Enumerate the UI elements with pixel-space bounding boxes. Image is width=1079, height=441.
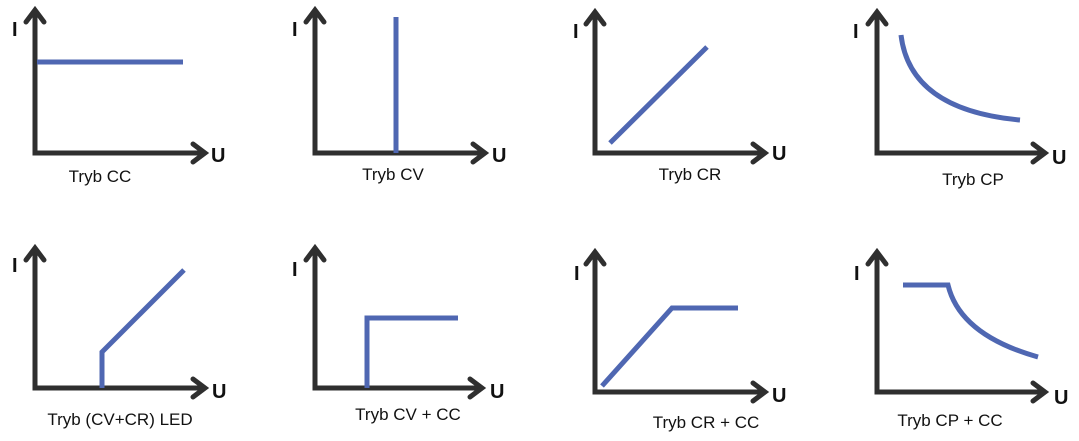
caption: Tryb CC bbox=[69, 167, 132, 186]
y-arrow bbox=[865, 247, 889, 267]
axes bbox=[32, 12, 204, 156]
panel-led: I U Tryb (CV+CR) LED bbox=[12, 243, 226, 429]
panel-cp-cc: I U Tryb CP + CC bbox=[854, 247, 1068, 430]
y-axis-label: I bbox=[574, 263, 580, 285]
y-axis-label: I bbox=[573, 21, 579, 43]
panel-cv: I U Tryb CV bbox=[292, 5, 506, 184]
led-curve bbox=[99, 268, 186, 388]
caption: Tryb CV + CC bbox=[355, 405, 461, 424]
cv-cc-curve bbox=[364, 315, 458, 388]
caption: Tryb (CV+CR) LED bbox=[47, 410, 192, 429]
y-arrow bbox=[303, 243, 327, 263]
y-axis-label: I bbox=[854, 263, 860, 285]
y-arrow bbox=[23, 243, 47, 263]
axes bbox=[312, 250, 481, 391]
panel-cr-cc: I U Tryb CR + CC bbox=[574, 247, 786, 432]
x-axis-label: U bbox=[1054, 387, 1068, 409]
y-axis-label: I bbox=[12, 19, 18, 41]
y-arrow bbox=[583, 7, 607, 27]
panel-cp: I U Tryb CP bbox=[853, 7, 1066, 189]
axes bbox=[874, 14, 1044, 156]
axes bbox=[32, 250, 204, 391]
x-arrow bbox=[750, 380, 770, 404]
y-axis-label: I bbox=[853, 21, 859, 43]
axes bbox=[874, 254, 1044, 395]
y-arrow bbox=[865, 7, 889, 27]
x-arrow bbox=[470, 141, 490, 165]
x-axis-label: U bbox=[1052, 147, 1066, 169]
y-arrow bbox=[303, 5, 327, 25]
x-arrow bbox=[467, 376, 487, 400]
x-axis-label: U bbox=[492, 145, 506, 167]
x-axis-label: U bbox=[772, 385, 786, 407]
x-arrow bbox=[190, 376, 210, 400]
x-arrow bbox=[750, 141, 770, 165]
axes bbox=[592, 254, 764, 395]
x-axis-label: U bbox=[772, 143, 786, 165]
x-axis-label: U bbox=[490, 381, 504, 403]
y-axis-label: I bbox=[292, 259, 298, 281]
caption: Tryb CP bbox=[942, 170, 1004, 189]
caption: Tryb CP + CC bbox=[897, 411, 1002, 430]
caption: Tryb CR + CC bbox=[653, 413, 760, 432]
caption: Tryb CR bbox=[659, 165, 722, 184]
cp-curve bbox=[898, 34, 1021, 123]
panel-cr: I U Tryb CR bbox=[573, 7, 786, 184]
x-axis-label: U bbox=[211, 145, 225, 167]
y-axis-label: I bbox=[292, 19, 298, 41]
cr-curve bbox=[608, 45, 709, 145]
axes bbox=[592, 14, 764, 156]
x-arrow bbox=[1030, 380, 1050, 404]
panel-cc: I U Tryb CC bbox=[12, 5, 225, 186]
caption: Tryb CV bbox=[362, 165, 424, 184]
y-arrow bbox=[23, 5, 47, 25]
cp-cc-curve bbox=[903, 282, 1039, 360]
axes bbox=[312, 12, 484, 156]
x-arrow bbox=[1030, 141, 1050, 165]
x-axis-label: U bbox=[212, 381, 226, 403]
x-arrow bbox=[190, 141, 210, 165]
y-axis-label: I bbox=[12, 255, 18, 277]
y-arrow bbox=[583, 247, 607, 267]
cr-cc-curve bbox=[600, 305, 738, 388]
panel-cv-cc: I U Tryb CV + CC bbox=[292, 243, 504, 424]
